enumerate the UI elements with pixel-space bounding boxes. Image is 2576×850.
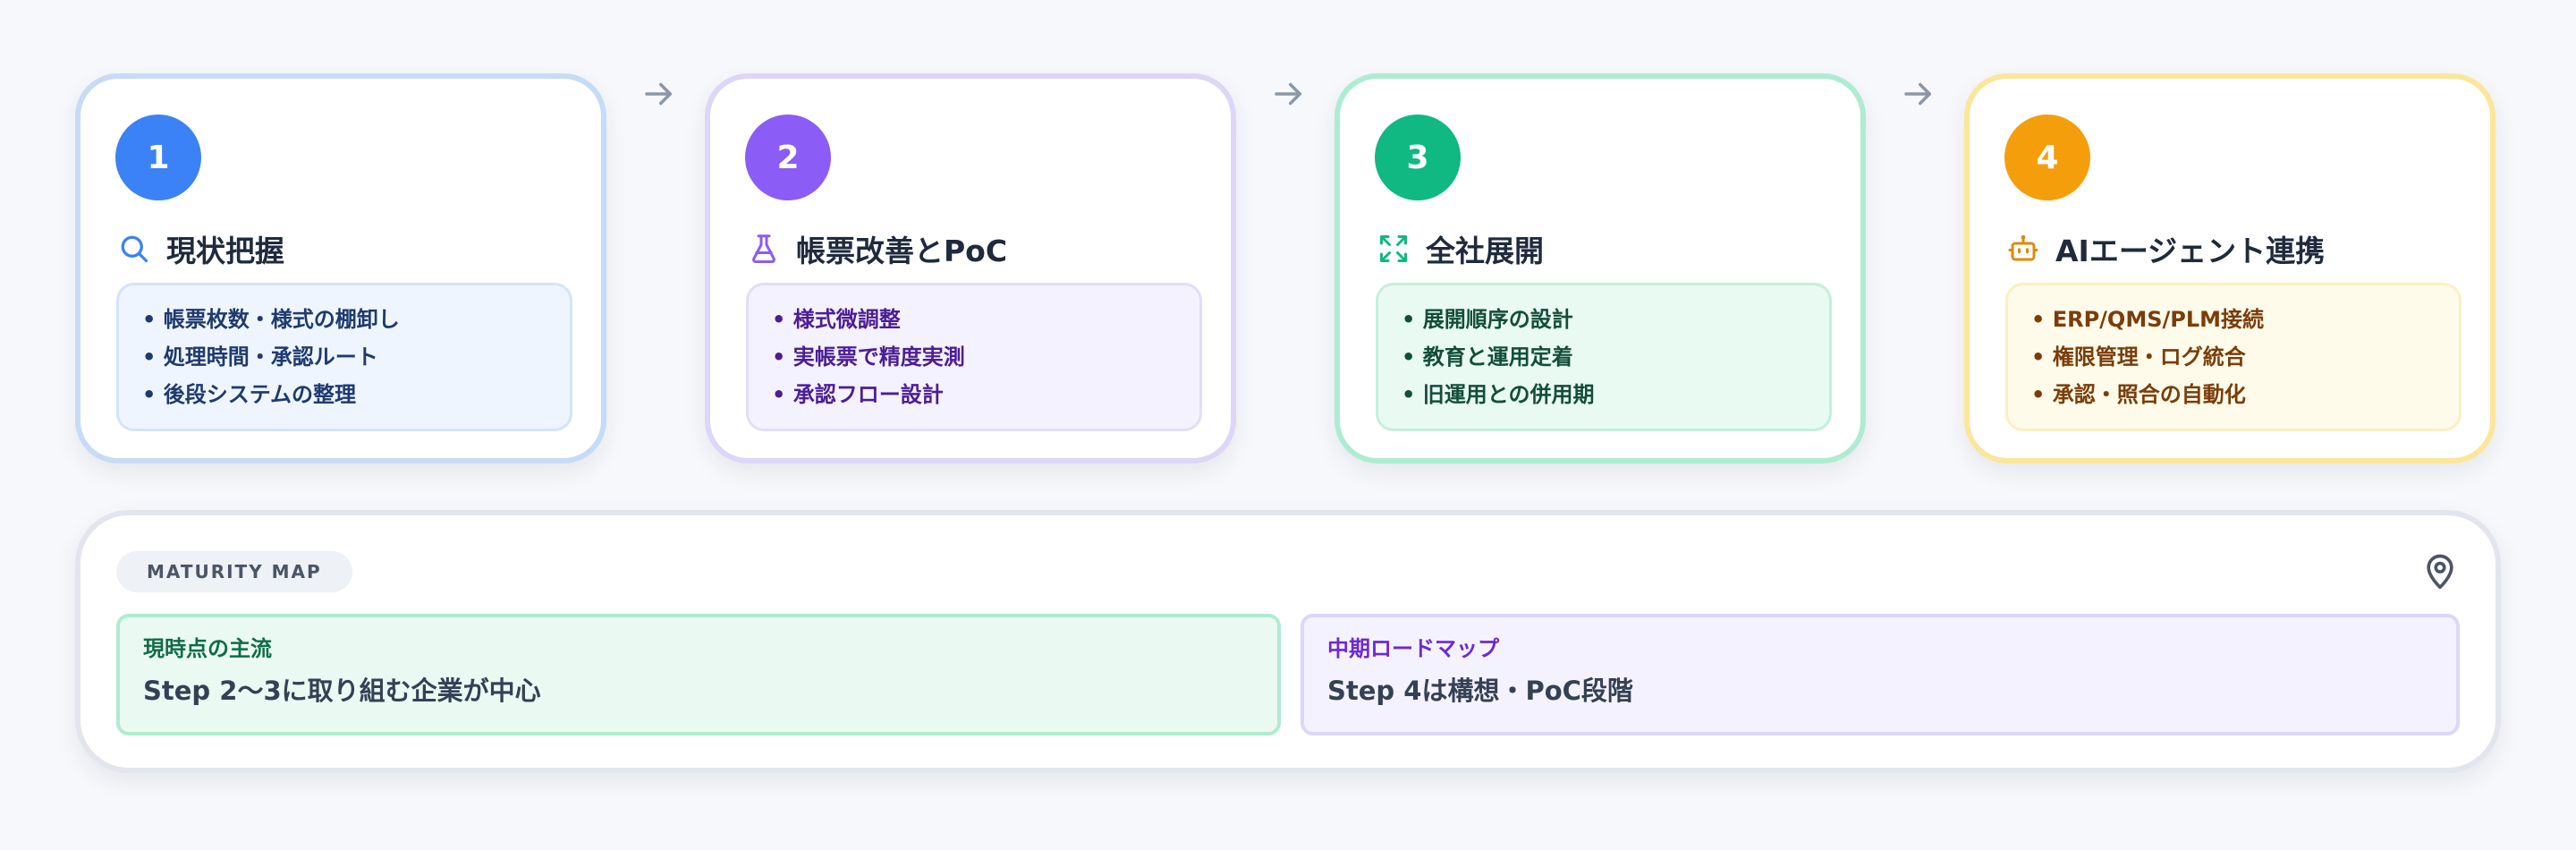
step-title-row: 帳票改善とPoC (746, 227, 1007, 270)
maturity-map-panel: MATURITY MAP 現時点の主流 Step 2〜3に取り組む企業が中心 中… (75, 510, 2501, 773)
step-number-badge: 2 (745, 115, 831, 200)
step-title: 帳票改善とPoC (796, 234, 1008, 268)
list-item: • 帳票枚数・様式の棚卸し (142, 307, 400, 332)
step-item-list: • 様式微調整 • 実帳票で精度実測 • 承認フロー設計 (746, 283, 1202, 431)
step-number-badge: 3 (1375, 115, 1461, 200)
search-icon (116, 231, 152, 267)
step-item-list: • 展開順序の設計 • 教育と運用定着 • 旧運用との併用期 (1376, 283, 1832, 431)
list-item: • 権限管理・ログ統合 (2031, 344, 2246, 370)
list-item: • 様式微調整 (772, 307, 901, 332)
list-item: • 処理時間・承認ルート (142, 344, 378, 370)
step-card-4: 4 AIエージェント連携 • ERP/QMS/PLM接続 • 権限管理・ログ統合… (1964, 73, 2496, 463)
arrow-right-icon (1904, 82, 1931, 106)
step-card-3: 3 全社展開 • 展開順序の設計 • 教育と運用定着 • 旧運用との併用期 (1335, 73, 1866, 463)
list-item: • 承認・照合の自動化 (2031, 382, 2246, 407)
list-item: • 展開順序の設計 (1402, 307, 1573, 332)
step-number-badge: 1 (115, 115, 201, 200)
roadmap-stage-box: 中期ロードマップ Step 4は構想・PoC段階 (1301, 614, 2460, 735)
current-stage-text: Step 2〜3に取り組む企業が中心 (143, 676, 541, 706)
list-item: • ERP/QMS/PLM接続 (2031, 307, 2265, 332)
step-title-row: 現状把握 (116, 227, 284, 270)
arrow-right-icon (645, 82, 672, 106)
list-item: • 教育と運用定着 (1402, 344, 1573, 370)
step-number-badge: 4 (2004, 115, 2090, 200)
list-item: • 旧運用との併用期 (1402, 382, 1595, 407)
roadmap-stage-label: 中期ロードマップ (1327, 636, 1499, 661)
list-item: • 実帳票で精度実測 (772, 344, 965, 370)
maturity-map-label: MATURITY MAP (116, 551, 352, 592)
flask-icon (746, 231, 782, 267)
step-title-row: AIエージェント連携 (2005, 227, 2325, 270)
roadmap-stage-text: Step 4は構想・PoC段階 (1327, 676, 1633, 706)
current-stage-box: 現時点の主流 Step 2〜3に取り組む企業が中心 (116, 614, 1281, 735)
current-stage-label: 現時点の主流 (143, 636, 272, 661)
step-card-1: 1 現状把握 • 帳票枚数・様式の棚卸し • 処理時間・承認ルート • 後段シス… (75, 73, 606, 463)
step-title: AIエージェント連携 (2055, 234, 2326, 268)
map-pin-icon (2427, 554, 2453, 590)
step-item-list: • 帳票枚数・様式の棚卸し • 処理時間・承認ルート • 後段システムの整理 (116, 283, 572, 431)
step-card-2: 2 帳票改善とPoC • 様式微調整 • 実帳票で精度実測 • 承認フロー設計 (705, 73, 1236, 463)
list-item: • 承認フロー設計 (772, 382, 944, 407)
list-item: • 後段システムの整理 (142, 382, 356, 407)
step-title-row: 全社展開 (1376, 227, 1544, 270)
step-title: 全社展開 (1426, 234, 1544, 268)
expand-icon (1376, 231, 1411, 267)
step-item-list: • ERP/QMS/PLM接続 • 権限管理・ログ統合 • 承認・照合の自動化 (2005, 283, 2462, 431)
arrow-right-icon (1275, 82, 1301, 106)
step-title: 現状把握 (166, 234, 284, 268)
robot-icon (2005, 231, 2041, 267)
